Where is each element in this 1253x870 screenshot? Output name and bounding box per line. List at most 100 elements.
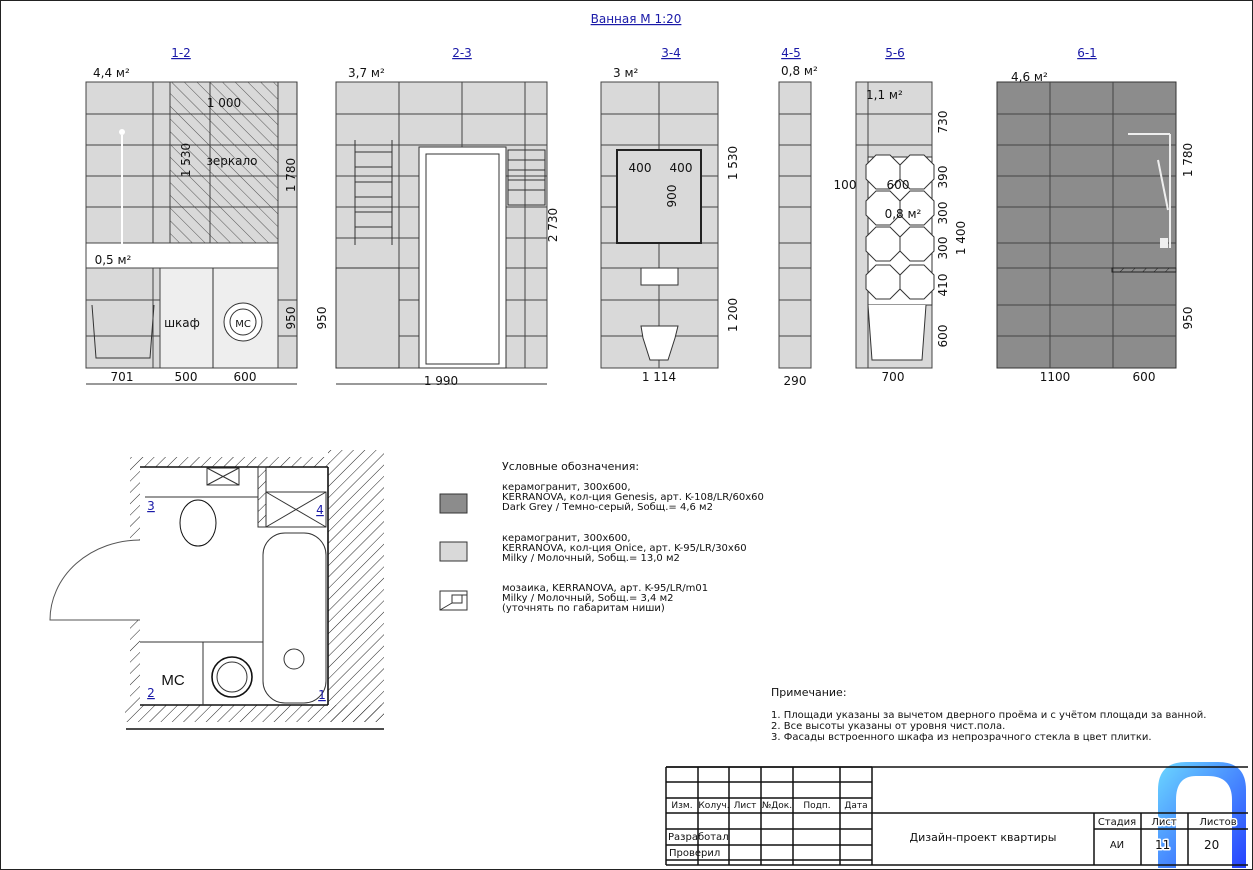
bathtub-icon <box>867 304 927 361</box>
section-marker[interactable]: 3 <box>147 499 155 513</box>
cabinet-label: шкаф <box>164 316 200 330</box>
title-block: Изм. Колуч. Лист №Док. Подп. Дата Разраб… <box>665 766 1248 866</box>
dimension: 1100 <box>1040 370 1071 384</box>
legend-text: (уточнять по габаритам ниши) <box>502 603 665 614</box>
elevation-label[interactable]: 2-3 <box>452 46 472 60</box>
dimension: 2 730 <box>546 208 560 242</box>
tb-developed: Разработал <box>668 832 729 843</box>
towel-rail-icon <box>354 140 393 245</box>
dimension: 390 <box>936 166 950 189</box>
dimension: 300 <box>936 237 950 260</box>
legend-text: Milky / Молочный, Sобщ.= 3,4 м2 <box>502 593 674 604</box>
washing-machine-icon <box>211 656 253 698</box>
dimension: 1 530 <box>179 143 193 177</box>
mirror <box>169 81 279 244</box>
tb-stage-label: Стадия <box>1098 817 1136 828</box>
legend-swatch-mosaic <box>439 590 468 611</box>
section-marker[interactable]: 2 <box>147 686 155 700</box>
elevation-1-2: 1-2 4,4 м² 1 000 1 530 зеркало 0,5 м² шк… <box>85 46 298 385</box>
dimension: 1 114 <box>642 370 676 384</box>
elevation-area: 4,4 м² <box>93 66 130 80</box>
mosaic-tile <box>865 264 901 300</box>
dimension: 701 <box>111 370 134 384</box>
elevation-label[interactable]: 4-5 <box>781 46 801 60</box>
dimension: 1 400 <box>954 221 968 255</box>
elevation-2-3: 2-3 3,7 м² 1 990 2 730 950 <box>315 46 560 388</box>
tb-col: Колуч. <box>698 801 729 811</box>
wall <box>125 705 384 722</box>
cabinet <box>335 267 400 369</box>
elevation-label[interactable]: 3-4 <box>661 46 681 60</box>
notes: Примечание: 1. Площади указаны за вычето… <box>771 686 1206 743</box>
toilet-icon <box>640 325 679 361</box>
toilet-icon <box>179 499 217 547</box>
note-item: 1. Площади указаны за вычетом дверного п… <box>771 710 1206 721</box>
wall <box>130 620 140 705</box>
section-marker[interactable]: 1 <box>318 688 326 702</box>
tile-wall-dark <box>996 81 1177 369</box>
dimension: 730 <box>936 111 950 134</box>
tb-col: Подп. <box>803 801 830 811</box>
washer-label: МС <box>161 672 184 689</box>
elevation-area: 3,7 м² <box>348 66 385 80</box>
dimension: 600 <box>234 370 257 384</box>
mosaic-tile <box>899 154 935 190</box>
elevation-label[interactable]: 6-1 <box>1077 46 1097 60</box>
towel-rail-icon <box>507 149 546 206</box>
elevation-label[interactable]: 5-6 <box>885 46 905 60</box>
tb-sheets-label: Листов <box>1199 817 1236 828</box>
tb-col: Дата <box>844 801 867 811</box>
legend-heading: Условные обозначения: <box>502 460 639 473</box>
elevation-area: 0,8 м² <box>781 64 818 78</box>
dimension: 600 <box>887 178 910 192</box>
elevation-area: 3 м² <box>613 66 639 80</box>
dimension: 400 <box>670 161 693 175</box>
tb-sheet: 11 <box>1155 838 1170 852</box>
tile-grid <box>779 113 811 337</box>
washer-label: МС <box>235 319 251 330</box>
wall <box>130 467 140 540</box>
legend-text: керамогранит, 300х600, <box>502 482 631 493</box>
dimension: 300 <box>936 202 950 225</box>
tile-grid <box>997 82 1176 368</box>
door-swing <box>49 539 141 621</box>
section-marker[interactable]: 4 <box>316 503 324 517</box>
dimension: 410 <box>936 274 950 297</box>
mosaic-tile <box>899 190 935 226</box>
wall <box>328 450 384 722</box>
tb-sheet-label: Лист <box>1151 817 1177 828</box>
legend-text: Dark Grey / Темно-серый, Sобщ.= 4,6 м2 <box>502 502 713 513</box>
mosaic-tile <box>899 226 935 262</box>
tb-project: Дизайн-проект квартиры <box>910 831 1057 844</box>
dimension: 1 780 <box>284 158 298 192</box>
mosaic-tile <box>865 190 901 226</box>
legend-swatch-dark <box>439 493 468 514</box>
dimension: 290 <box>784 374 807 388</box>
legend-text: керамогранит, 300х600, <box>502 533 631 544</box>
elevation-5-6: 5-6 1,1 м² 600 100 0,8 м² 730 390 300 30… <box>834 46 968 384</box>
dimension: 400 <box>629 161 652 175</box>
notes-heading: Примечание: <box>771 686 847 699</box>
tile-wall <box>778 81 812 369</box>
elevation-6-1: 6-1 4,6 м² 1100 600 1 780 950 <box>996 46 1195 384</box>
dimension: 950 <box>1181 307 1195 330</box>
legend-text: KERRANOVA, кол-ция Genesis, арт. K-108/L… <box>502 492 764 503</box>
mosaic-tile <box>865 154 901 190</box>
logo-watermark <box>1158 762 1246 868</box>
sheet-title[interactable]: Ванная М 1:20 <box>591 12 682 26</box>
mosaic-area: 0,8 м² <box>885 207 922 221</box>
flush-plate-icon <box>640 267 679 286</box>
dimension: 100 <box>834 178 857 192</box>
elevation-3-4: 3-4 3 м² 400 400 900 1 114 1 530 1 200 <box>600 46 740 384</box>
tb-col: №Док. <box>762 801 792 811</box>
bathtub-icon <box>91 304 155 359</box>
elevation-4-5: 4-5 0,8 м² 290 <box>778 46 818 388</box>
elevation-label[interactable]: 1-2 <box>171 46 191 60</box>
mosaic-band <box>85 242 279 269</box>
dimension: 1 200 <box>726 298 740 332</box>
dimension: 950 <box>315 307 329 330</box>
floor-plan: МС 1 2 3 4 <box>49 450 384 730</box>
legend-text: мозаика, KERRANOVA, арт. K-95/LR/m01 <box>502 583 708 594</box>
mosaic-area: 0,5 м² <box>95 253 132 267</box>
dimension: 600 <box>936 325 950 348</box>
